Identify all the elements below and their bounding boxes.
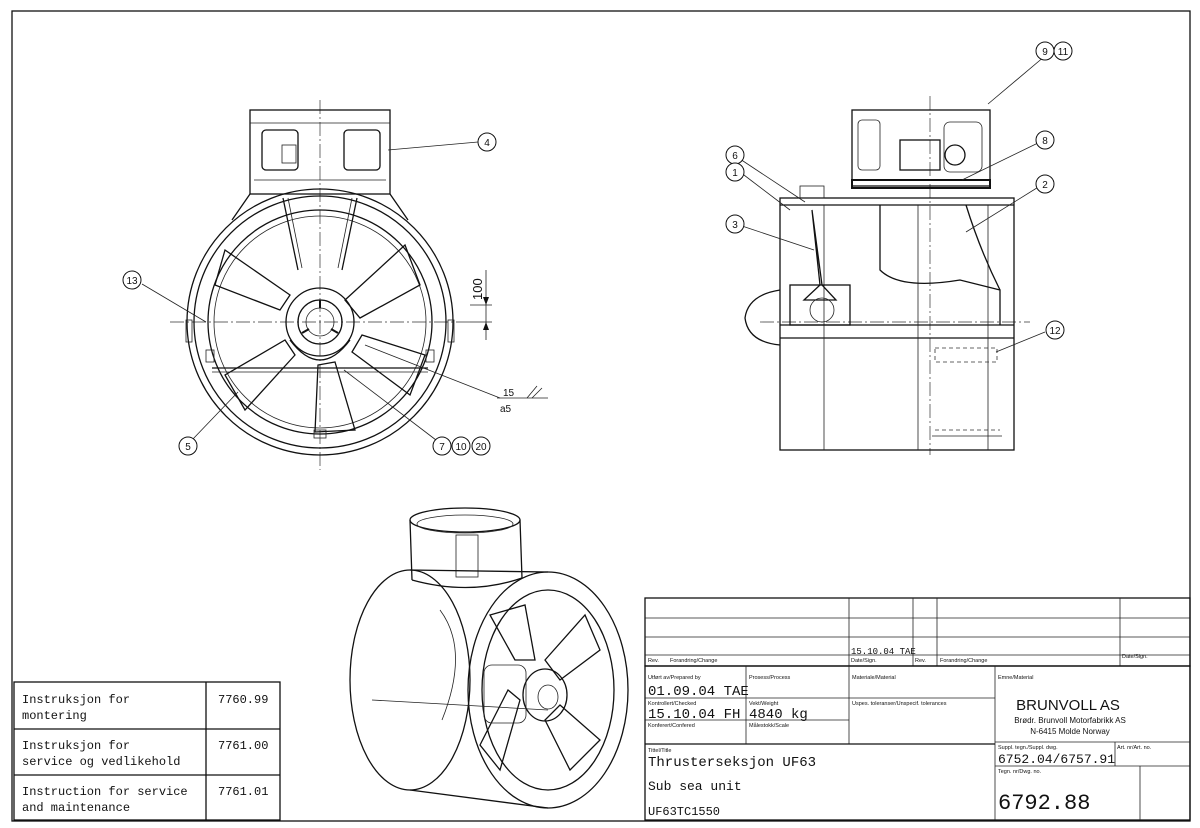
- balloon-label: 8: [1042, 136, 1048, 147]
- rev-label-right: Rev.: [915, 658, 926, 664]
- part-balloons: 9 11 8 6 1 2 3 4 12 13 5 7 10 20: [122, 41, 1073, 456]
- suppl-dwg-value: 6752.04/6757.91: [998, 752, 1115, 767]
- instruction-row-2-number: 7761.00: [218, 739, 268, 753]
- title-line-2: Sub sea unit: [648, 779, 742, 794]
- balloon-12: 12: [1045, 320, 1065, 340]
- isometric-view: [349, 507, 629, 809]
- balloon-10: 10: [451, 436, 471, 456]
- weld-throat: a5: [500, 404, 512, 415]
- balloon-2: 2: [1035, 174, 1055, 194]
- process-label: Prosess/Process: [749, 675, 791, 681]
- balloon-4: 4: [477, 132, 497, 152]
- checked-value: 15.10.04 FH: [648, 707, 740, 723]
- change-label-left: Forandring/Change: [670, 658, 717, 664]
- company-subtitle-2: N-6415 Molde Norway: [1030, 727, 1110, 736]
- instruction-table: Instruksjon for montering 7760.99 Instru…: [13, 681, 281, 821]
- balloon-label: 12: [1049, 326, 1061, 337]
- balloon-6: 6: [725, 145, 745, 165]
- art-no-label: Art. nr/Art. no.: [1117, 745, 1152, 751]
- instruction-row-3-number: 7761.01: [218, 785, 268, 799]
- balloon-8: 8: [1035, 130, 1055, 150]
- title-line-1: Thrusterseksjon UF63: [648, 755, 816, 771]
- balloon-label: 9: [1042, 47, 1048, 58]
- drawing-frame: [11, 10, 1191, 822]
- balloon-label: 10: [455, 442, 467, 453]
- side-view: [744, 96, 1030, 455]
- weight-label: Vekt/Weight: [749, 701, 779, 707]
- scale-label: Målestokk/Scale: [749, 722, 789, 729]
- title-block: 15.10.04 TAE Rev. Forandring/Change Date…: [644, 597, 1191, 821]
- balloon-5: 5: [178, 436, 198, 456]
- dimension-100: 100: [470, 278, 485, 300]
- dwg-no-value: 6792.88: [998, 791, 1090, 816]
- suppl-dwg-label: Suppl. tegn./Suppl. dwg.: [998, 745, 1058, 751]
- dwg-no-label: Tegn. nr/Dwg. no.: [998, 769, 1042, 775]
- instruction-row-2-text-l1: Instruksjon for: [22, 739, 130, 753]
- balloon-label: 13: [126, 276, 138, 287]
- balloon-label: 4: [484, 138, 490, 149]
- balloon-label: 20: [475, 442, 487, 453]
- balloon-label: 3: [732, 220, 738, 231]
- date-sign-label-left: Date/Sign.: [851, 658, 877, 664]
- instruction-row-2-text-l2: service og vedlikehold: [22, 755, 180, 769]
- balloon-label: 1: [732, 168, 738, 179]
- balloon-label: 5: [185, 442, 191, 453]
- balloon-13: 13: [122, 270, 142, 290]
- balloon-label: 7: [439, 442, 445, 453]
- instruction-row-3-text-l2: and maintenance: [22, 801, 130, 815]
- balloon-11: 11: [1053, 41, 1073, 61]
- balloon-label: 6: [732, 151, 738, 162]
- balloon-3: 3: [725, 214, 745, 234]
- instruction-row-1-text-l2: montering: [22, 709, 87, 723]
- instruction-row-1-number: 7760.99: [218, 693, 268, 707]
- balloon-label: 2: [1042, 180, 1048, 191]
- weld-size: 15: [503, 388, 515, 399]
- prepared-value: 01.09.04 TAE: [648, 684, 749, 700]
- prepared-label: Utført av/Prepared by: [648, 675, 701, 681]
- change-label-right: Forandring/Change: [940, 658, 987, 664]
- weight-value: 4840 kg: [749, 707, 808, 723]
- company-name: BRUNVOLL AS: [1016, 697, 1120, 714]
- revision-date: 15.10.04 TAE: [851, 647, 916, 657]
- title-label: Tittel/Title: [648, 748, 671, 754]
- instruction-row-3-text-l1: Instruction for service: [22, 785, 188, 799]
- instruction-row-1-text-l1: Instruksjon for: [22, 693, 130, 707]
- balloon-1: 1: [725, 162, 745, 182]
- material-label: Materiale/Material: [852, 675, 896, 681]
- title-line-3: UF63TC1550: [648, 805, 720, 819]
- checked-label: Kontrollert/Checked: [648, 701, 696, 707]
- rev-label-left: Rev.: [648, 658, 659, 664]
- tolerance-label: Uspes. toleranser/Unspecif. tolerances: [852, 701, 947, 707]
- conferred-label: Konferert/Confered: [648, 723, 695, 729]
- balloon-7: 7: [432, 436, 452, 456]
- date-sign-label-right: Date/Sign.: [1122, 654, 1148, 660]
- company-subtitle-1: Brødr. Brunvoll Motorfabrikk AS: [1014, 716, 1126, 725]
- balloon-label: 11: [1058, 47, 1069, 58]
- front-view: 100 15 a5: [170, 100, 548, 470]
- balloon-9: 9: [1035, 41, 1055, 61]
- emne-label: Emne/Material: [998, 675, 1033, 681]
- balloon-20: 20: [471, 436, 491, 456]
